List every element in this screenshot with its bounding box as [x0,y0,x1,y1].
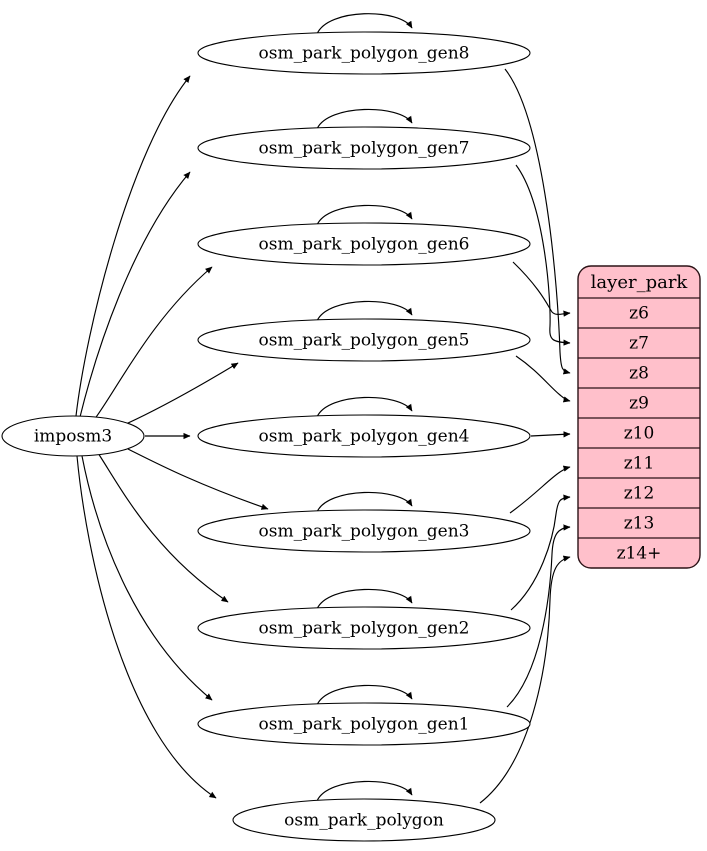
node-gen1[interactable]: osm_park_polygon_gen1 [197,702,531,746]
node-gen4[interactable]: osm_park_polygon_gen4 [197,414,531,458]
table-header-label: layer_park [591,272,689,293]
node-gen4-label: osm_park_polygon_gen4 [259,427,470,447]
self-loop-gen1 [316,684,413,706]
self-loop-gen2 [316,588,413,610]
self-loops [316,13,413,802]
node-gen2[interactable]: osm_park_polygon_gen2 [197,606,531,650]
table-row-z8[interactable]: z8 [629,364,649,384]
node-gen8[interactable]: osm_park_polygon_gen8 [197,31,531,75]
table-row-z10[interactable]: z10 [624,424,655,444]
table-row-z6[interactable]: z6 [629,304,649,324]
edge-imposm3-gen3 [127,448,269,510]
node-gen7[interactable]: osm_park_polygon_gen7 [197,126,531,170]
node-gen4-ellipse[interactable] [197,414,531,458]
node-base-label: osm_park_polygon [284,811,444,831]
node-gen8-label: osm_park_polygon_gen8 [259,44,470,64]
node-base-ellipse[interactable] [232,798,496,842]
polygon-nodes: osm_park_polygon_gen8 osm_park_polygon_g… [197,31,531,842]
table-row-z9[interactable]: z9 [629,394,649,414]
node-layer-park-table[interactable]: layer_park z6 z7 z8 z9 z10 z11 z12 z13 z… [577,265,701,569]
node-gen6-label: osm_park_polygon_gen6 [259,235,470,255]
self-loop-gen4 [316,396,413,418]
node-imposm3[interactable]: imposm3 [1,415,145,457]
edge-imposm3-gen6 [93,266,213,421]
node-gen8-ellipse[interactable] [197,31,531,75]
node-imposm3-ellipse[interactable] [1,415,145,457]
node-gen6[interactable]: osm_park_polygon_gen6 [197,222,531,266]
table-row-z7[interactable]: z7 [629,334,649,354]
edge-gen2-to-z12 [510,494,571,611]
edge-imposm3-gen8 [75,75,191,417]
self-loop-gen7 [316,108,413,130]
edge-imposm3-gen1 [81,455,213,701]
edges-source-to-polygons [75,75,269,799]
node-gen1-ellipse[interactable] [197,702,531,746]
node-gen2-ellipse[interactable] [197,606,531,650]
edge-gen8-to-z8 [504,68,571,375]
edge-imposm3-gen5 [125,362,239,425]
node-gen3[interactable]: osm_park_polygon_gen3 [197,509,531,553]
table-row-z11[interactable]: z11 [624,454,655,474]
edge-imposm3-base [76,455,217,799]
self-loop-base [316,780,413,802]
node-gen1-label: osm_park_polygon_gen1 [259,715,470,735]
node-gen3-label: osm_park_polygon_gen3 [259,522,470,542]
edge-imposm3-gen7 [79,171,191,418]
node-gen3-ellipse[interactable] [197,509,531,553]
table-row-z12[interactable]: z12 [624,484,655,504]
node-imposm3-label: imposm3 [34,427,112,447]
node-gen7-ellipse[interactable] [197,126,531,170]
self-loop-gen6 [316,204,413,226]
table-outline [577,265,701,569]
edge-gen7-to-z7 [515,164,571,346]
edge-base-to-z14plus [479,555,571,804]
table-row-z14plus[interactable]: z14+ [617,544,662,564]
self-loop-gen5 [316,300,413,322]
table-body-fill [578,266,700,568]
edges-polygons-to-table [479,68,571,804]
node-base[interactable]: osm_park_polygon [232,798,496,842]
node-gen6-ellipse[interactable] [197,222,531,266]
edge-gen3-to-z11 [509,465,571,514]
edge-gen1-to-z13 [506,524,571,708]
node-gen2-label: osm_park_polygon_gen2 [259,619,470,639]
node-gen5[interactable]: osm_park_polygon_gen5 [197,318,531,362]
self-loop-gen8 [316,13,413,35]
self-loop-gen3 [316,491,413,513]
table-row-z13[interactable]: z13 [624,514,655,534]
edge-gen6-to-z6 [512,261,571,317]
node-gen5-ellipse[interactable] [197,318,531,362]
node-gen5-label: osm_park_polygon_gen5 [259,331,470,351]
node-gen7-label: osm_park_polygon_gen7 [259,139,470,159]
edge-gen5-to-z9 [515,355,571,403]
edge-gen4-to-z10 [530,431,571,438]
edge-imposm3-gen2 [97,452,229,603]
